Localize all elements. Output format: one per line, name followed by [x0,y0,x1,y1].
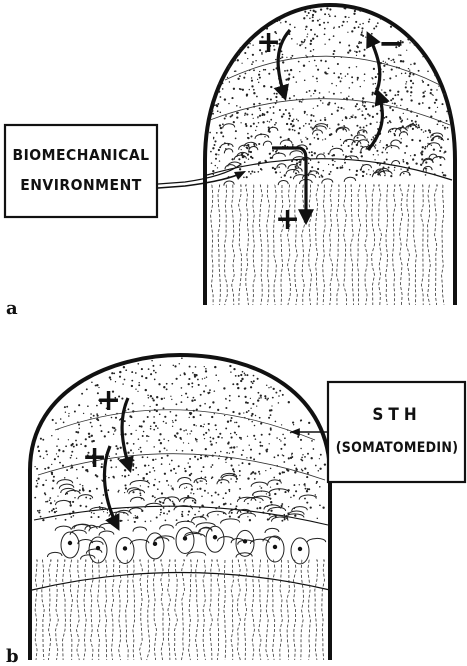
metaphysis-columns-a [211,185,444,305]
metaphysis-columns-b [35,560,324,660]
biomechanical-label-box [5,125,157,217]
minus-sign-a-top: − [378,24,405,62]
panel-a: + − + BIOMECHANICAL ENVIRONMENT a [5,5,455,319]
biomechanical-label-line1: BIOMECHANICAL [12,146,149,164]
environment-pointer-arrow [158,172,244,188]
zone-boundary-a1 [225,56,440,85]
panel-letter-a: a [6,298,18,319]
biomechanical-label-line2: ENVIRONMENT [20,176,142,194]
zone-boundary-b4 [32,573,330,591]
chondrocyte-cells-a [220,124,444,186]
sth-label-line2: (SOMATOMEDIN) [336,440,459,456]
plus-sign-a-mid: + [275,202,300,237]
epiphysis-outline-b [30,355,330,660]
panel-letter-b: b [6,646,19,666]
plus-sign-b-top: + [96,383,121,418]
zone-boundary-b1 [55,410,315,440]
plus-sign-a-top: + [256,25,281,60]
sth-label-box [328,382,465,482]
sth-label-line1: STH [372,405,421,425]
plus-sign-b-mid: + [82,440,107,475]
panel-b: + + STH (SOMATOMEDIN) b [6,355,465,666]
